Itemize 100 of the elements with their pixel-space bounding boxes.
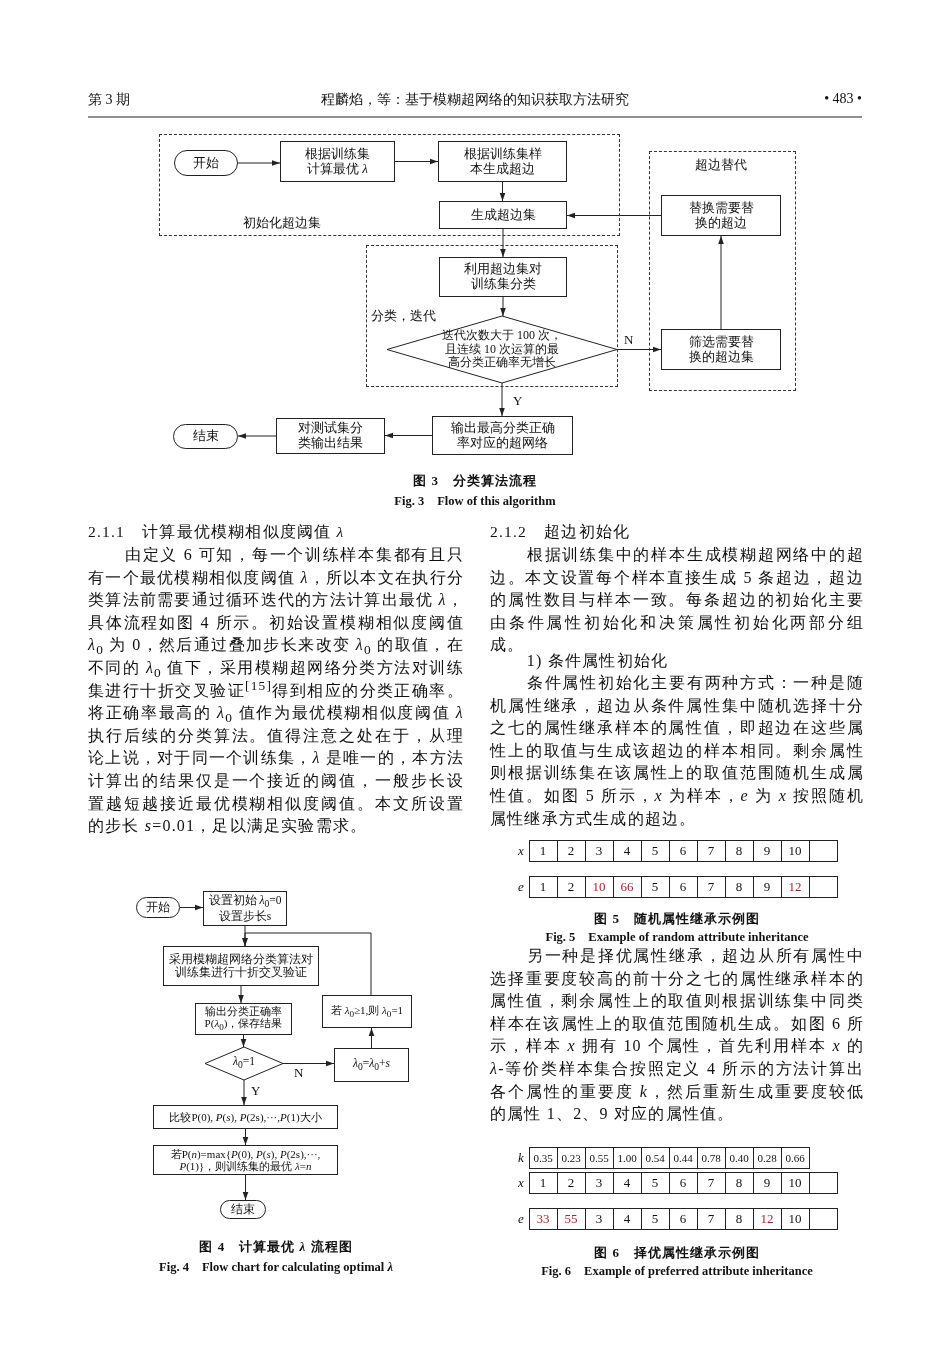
node-text: 若 λ$_{0}$≥1,则 λ$_{0}$=1 bbox=[329, 1003, 405, 1020]
figure-caption: 图 6 择优属性继承示例图 bbox=[593, 1244, 761, 1262]
node-text: 设置初始 λ$_{0}$=0 设置步长s bbox=[207, 894, 283, 923]
paragraph: 另一种是择优属性继承，超边从所有属性中选择重要度较高的前十分之七的属性继承样本的属性值，剩余属性上的取值则根据训练集中同类样本在该属性上的取值范围随机生成。如图 6 所示，样本 x 拥有 10 个属性，首先利用样本 x 的 λ-等价类样本集合按照定义 4 所示的方法计算出各个属性的重要度 k，然后重新生成重要度较低的属性 1、2、9 对应的属性值。 bbox=[490, 946, 864, 1125]
row-label: k bbox=[518, 1149, 524, 1167]
process-box bbox=[661, 195, 781, 236]
paragraph: 条件属性初始化主要有两种方式：一种是随机属性继承，超边从条件属性集中随机选择十分之七的属性继承样本的属性值，即超边在这些属性上的取值与生成该超边的样本相同。剩余属性则根据训练集在该属性上的取值范围随机生成属性值。如图 5 所示，x 为样本，e 为 x 按照随机属性继承方式生成的超边。 bbox=[490, 673, 864, 829]
row-label: e bbox=[518, 1210, 524, 1228]
table-cell-text: 10 bbox=[788, 842, 802, 860]
table-cell-text: 9 bbox=[763, 878, 771, 896]
table-cell-text: 10 bbox=[788, 1174, 802, 1192]
table-cell-text: 0.55 bbox=[589, 1151, 609, 1166]
process-box bbox=[195, 1003, 292, 1035]
table-cell-text: 7 bbox=[707, 1210, 715, 1228]
table-cell-text: 7 bbox=[707, 878, 715, 896]
table-cell-text: 0.35 bbox=[533, 1151, 553, 1166]
arrow bbox=[240, 1034, 247, 1048]
table-cell-text: 8 bbox=[735, 1174, 743, 1192]
subsection-heading: 1) 条件属性初始化 bbox=[525, 651, 670, 672]
dashed-group-frame bbox=[366, 245, 618, 387]
node-text: 根据训练集计算最优 λ bbox=[304, 146, 371, 177]
node-text: 采用模糊超网络分类算法对训练集进行十折交叉验证 bbox=[168, 953, 314, 979]
table-cell-text: 5 bbox=[651, 842, 659, 860]
arrow bbox=[241, 1079, 247, 1106]
arrow bbox=[394, 158, 439, 165]
table-cell-text: 33 bbox=[536, 1210, 550, 1228]
node-text: 迭代次数大于 100 次，且连续 10 次运算的最高分类正确率无增长 bbox=[441, 329, 563, 370]
arrow bbox=[718, 235, 724, 330]
table-cell-text: 0.28 bbox=[757, 1151, 777, 1166]
figure-caption: 图 4 计算最优 λ 流程图 bbox=[198, 1238, 354, 1256]
table-cell-text: 3 bbox=[595, 1174, 603, 1192]
node-text: 结束 bbox=[191, 429, 220, 444]
arrow bbox=[368, 1027, 375, 1049]
figure-caption: Fig. 6 Example of preferred attribute inheritance bbox=[540, 1263, 814, 1280]
table-cell-text: 10 bbox=[592, 878, 606, 896]
table-cell-text: 5 bbox=[651, 1174, 659, 1192]
arrow bbox=[499, 181, 506, 202]
page-number: • 483 • bbox=[823, 91, 862, 107]
arrow bbox=[500, 228, 506, 258]
figure-caption: Fig. 5 Example of random attribute inheritance bbox=[544, 929, 810, 946]
table-cell-text: 2 bbox=[567, 878, 575, 896]
table-cell-text: 1.00 bbox=[617, 1151, 637, 1166]
table-cell-text: 1 bbox=[539, 1174, 547, 1192]
table-cell-text: 10 bbox=[788, 1210, 802, 1228]
node-text: 输出最高分类正确率对应的超网络 bbox=[449, 420, 556, 451]
arrow bbox=[499, 382, 505, 417]
table-cell-text: 8 bbox=[735, 1210, 743, 1228]
table-cell-text: 7 bbox=[707, 842, 715, 860]
table-cell-text: 5 bbox=[651, 1210, 659, 1228]
arrow bbox=[566, 212, 662, 219]
process-box bbox=[661, 329, 781, 370]
arrow bbox=[242, 1174, 249, 1201]
process-box bbox=[276, 418, 385, 454]
table-cell-text: 3 bbox=[595, 842, 603, 860]
arrow bbox=[616, 346, 662, 353]
figure-caption: 图 3 分类算法流程 bbox=[412, 472, 538, 490]
process-box bbox=[163, 946, 319, 986]
node-text: λ$_{0}$=1 bbox=[232, 1055, 256, 1072]
running-header: 程麟焰，等：基于模糊超网络的知识获取方法研究 bbox=[320, 91, 630, 109]
table-cell-text: 8 bbox=[735, 878, 743, 896]
arrow bbox=[179, 904, 204, 911]
arrow bbox=[282, 1060, 335, 1067]
node-text: 筛选需要替换的超边集 bbox=[687, 334, 755, 365]
node-text: λ$_{0}$=λ$_{0}$+s bbox=[351, 1057, 391, 1073]
arrow bbox=[384, 432, 433, 439]
row-label: x bbox=[518, 1174, 524, 1192]
node-text: 开始 bbox=[192, 155, 220, 171]
figure-caption: Fig. 4 Flow chart for calculating optimal λ bbox=[158, 1259, 394, 1276]
paragraph: 由定义 6 可知，每一个训练样本集都有且只有一个最优模糊相似度阈值 λ，所以本文在执行分类算法前需要通过循环迭代的方法计算出最优 λ，具体流程如图 4 所示。初始设置模糊相似度阈值 λ$_{0}$ 为 0，然后通过叠加步长来改变 λ$_{0}$ 的取值，在不同的 λ$_{0}$ 值下，采用模糊超网络分类方法对训练集进行十折交叉验证$^{[15]}$得到相应的分类正确率。将正确率最高的 λ$_{0}$ 值作为最优模糊相似度阈值 λ 执行后续的分类算法。值得注意之处在于，从理论上说，对于同一个训练集，λ 是唯一的，本方法计算出的结果仅是一个接近的阈值，一般步长设置越短越接近最优模糊相似度阈值。本文所设置的步长 s=0.01，足以满足实验需求。 bbox=[88, 545, 464, 837]
group-label: 超边替代 bbox=[695, 158, 747, 173]
table-cell-text: 2 bbox=[567, 1174, 575, 1192]
node-text: 替换需要替换的超边 bbox=[687, 200, 755, 231]
table-cell-text: 9 bbox=[763, 1174, 771, 1192]
process-box bbox=[334, 1048, 409, 1082]
table-cell-text: 1 bbox=[539, 878, 547, 896]
edge-label: N bbox=[293, 1066, 305, 1079]
row-label: x bbox=[518, 842, 524, 860]
process-box bbox=[438, 141, 567, 182]
table-cell-text: 4 bbox=[623, 1210, 631, 1228]
table-cell-text: 4 bbox=[623, 1174, 631, 1192]
table-cell-text: 12 bbox=[788, 878, 802, 896]
node-text: 开始 bbox=[145, 900, 171, 915]
table-cell-text: 6 bbox=[679, 1210, 687, 1228]
table-cell-text: 1 bbox=[539, 842, 547, 860]
arrow bbox=[242, 1128, 249, 1146]
process-box bbox=[432, 416, 573, 455]
process-box bbox=[153, 1145, 338, 1175]
table-cell-text: 5 bbox=[651, 878, 659, 896]
node-text: 若P(n)=max{P(0), P(s), P(2s),···, P(1)}，则训练集的最优 λ=n bbox=[169, 1147, 322, 1173]
node-text: 生成超边集 bbox=[469, 207, 537, 223]
table-cell-text: 6 bbox=[679, 1174, 687, 1192]
figure-caption: 图 5 随机属性继承示例图 bbox=[593, 910, 761, 928]
table-cell-text: 2 bbox=[567, 842, 575, 860]
group-label: 分类，迭代 bbox=[371, 309, 436, 324]
section-heading: 2.1.1 计算最优模糊相似度阈值 λ bbox=[88, 522, 346, 542]
arrow bbox=[238, 985, 244, 1004]
table-cell-text: 0.23 bbox=[561, 1151, 581, 1166]
table-cell-text: 0.66 bbox=[785, 1151, 805, 1166]
table-cell-text: 55 bbox=[564, 1210, 578, 1228]
section-heading: 2.1.2 超边初始化 bbox=[490, 522, 632, 542]
